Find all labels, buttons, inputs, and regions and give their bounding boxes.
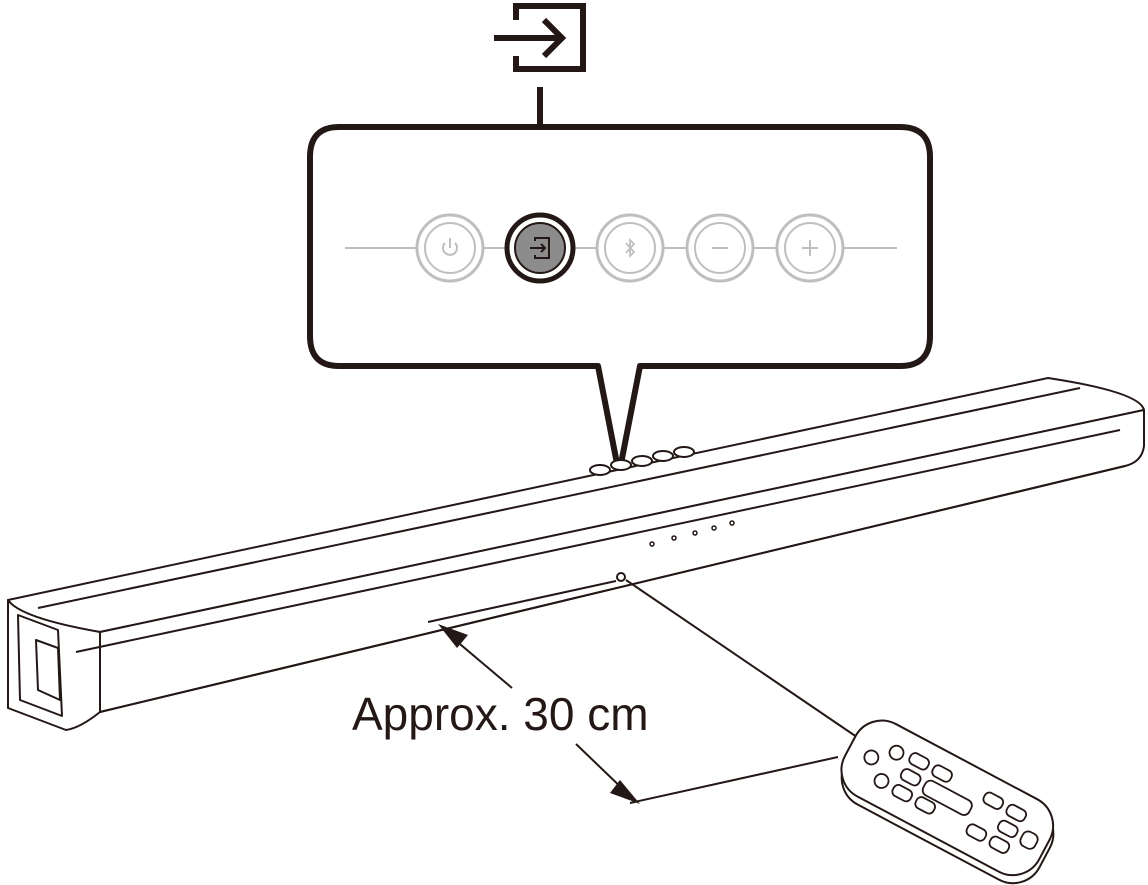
power-button[interactable]	[415, 213, 485, 283]
plus-icon	[802, 240, 818, 256]
callout-input-icon	[494, 3, 586, 72]
soundbar-top-buttons	[589, 446, 695, 476]
distance-label: Approx. 30 cm	[352, 688, 649, 740]
remote-sensor	[616, 572, 626, 582]
remote-control	[840, 719, 1055, 885]
soundbar-indicators	[649, 520, 735, 547]
volume-down-button[interactable]	[685, 213, 755, 283]
power-icon	[442, 238, 458, 256]
input-icon	[530, 237, 550, 259]
zoom-panel	[307, 124, 933, 477]
bluetooth-icon	[625, 237, 636, 259]
dimension-arrow-bottom	[610, 780, 640, 804]
soundbar	[7, 377, 1145, 731]
volume-up-button[interactable]	[775, 213, 845, 283]
input-button[interactable]	[504, 212, 576, 284]
bluetooth-button[interactable]	[595, 213, 665, 283]
dimension-arrow-top	[438, 624, 468, 648]
